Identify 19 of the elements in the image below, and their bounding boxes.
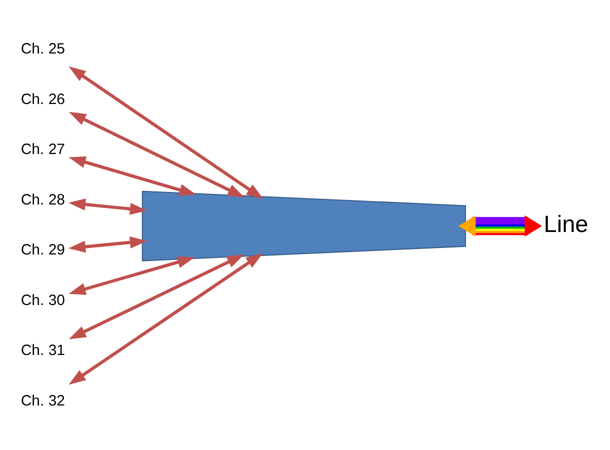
arrow bbox=[68, 198, 148, 214]
arrow bbox=[68, 256, 195, 294]
arrow bbox=[68, 156, 196, 196]
arrow bbox=[458, 214, 542, 236]
node-text: Ch. 30 bbox=[20, 291, 65, 308]
node-trapezoid bbox=[142, 190, 466, 261]
arrow bbox=[68, 111, 245, 198]
node-text: Ch. 31 bbox=[20, 342, 65, 359]
arrow bbox=[68, 66, 264, 199]
node-text: Ch. 26 bbox=[20, 90, 65, 108]
node-text: Line bbox=[544, 210, 588, 237]
arrow bbox=[68, 236, 148, 252]
node-text: Ch. 28 bbox=[20, 190, 65, 208]
node-text: Ch. 29 bbox=[20, 241, 65, 258]
node-text: Ch. 27 bbox=[20, 140, 65, 158]
arrow bbox=[68, 254, 244, 339]
node-text: Ch. 32 bbox=[20, 392, 65, 409]
node-text: Ch. 25 bbox=[20, 40, 65, 57]
arrow bbox=[68, 252, 263, 384]
